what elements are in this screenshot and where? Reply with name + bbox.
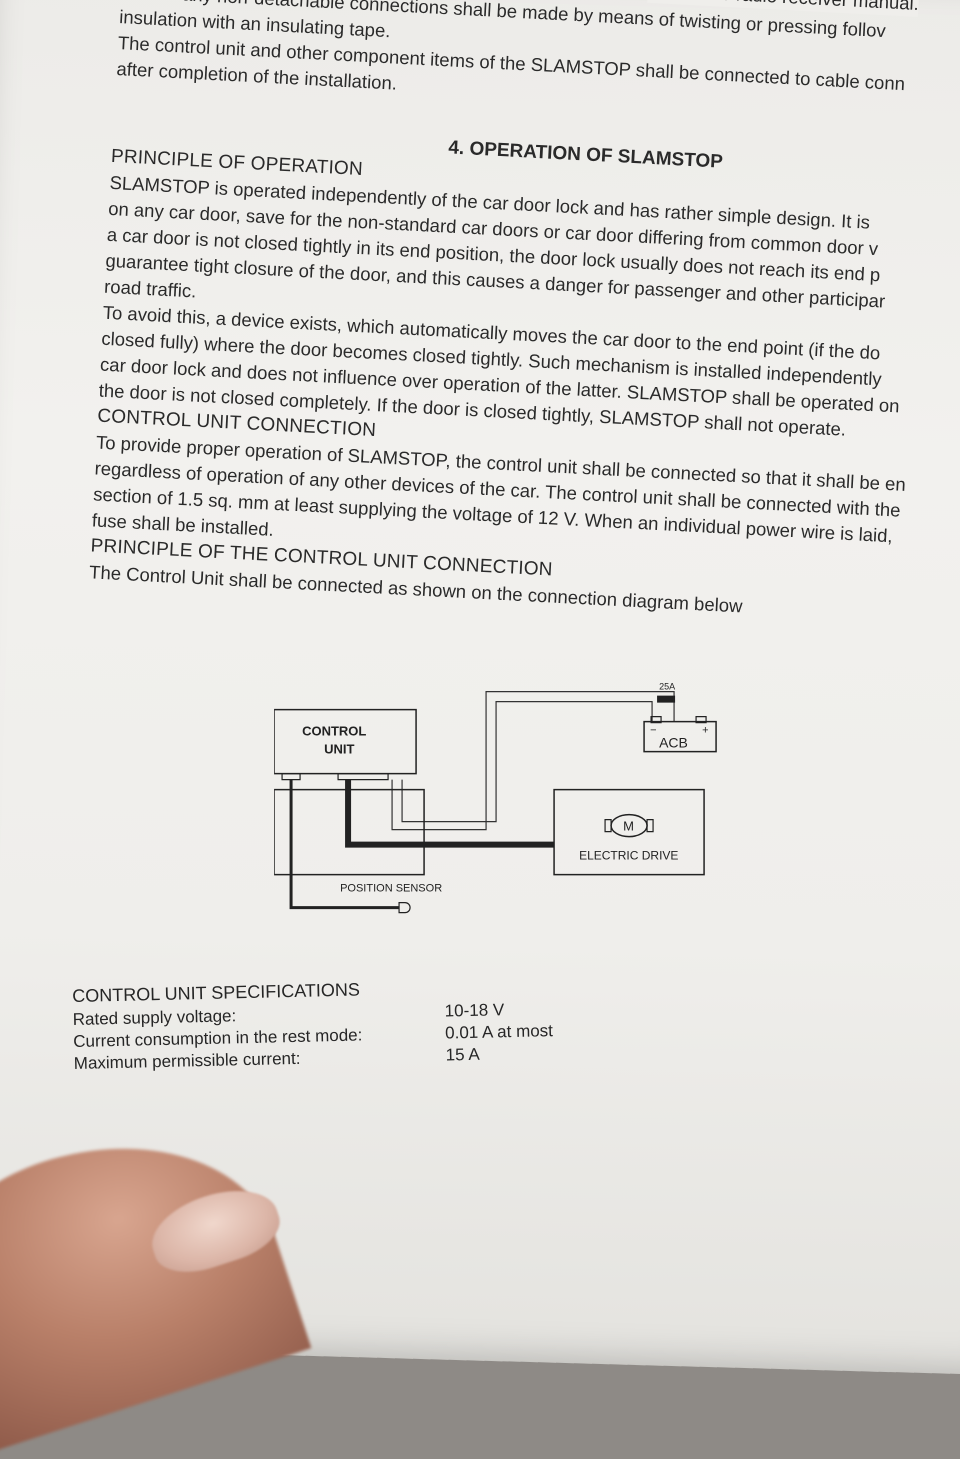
specs-section: CONTROL UNIT SPECIFICATIONS Rated supply… xyxy=(72,974,554,1075)
motor-icon: M xyxy=(604,813,654,838)
battery-terminal-minus xyxy=(650,716,662,724)
sensor-wire xyxy=(289,779,400,910)
electric-drive-label: ELECTRIC DRIVE xyxy=(579,849,678,863)
position-sensor-label: POSITION SENSOR xyxy=(340,883,442,895)
battery-label: ACB xyxy=(659,735,688,751)
principle-section: PRINCIPLE OF OPERATION SLAMSTOP is opera… xyxy=(89,144,922,628)
battery-terminal-plus xyxy=(695,716,707,724)
main-connector xyxy=(337,773,389,781)
sensor-connector xyxy=(281,773,301,781)
top-paragraph: All and any non-detachable connections s… xyxy=(116,0,908,123)
power-wires xyxy=(391,691,675,831)
motor-shaft-right xyxy=(646,819,654,833)
control-unit-label-1: CONTROL xyxy=(302,724,366,739)
motor-label: M xyxy=(623,819,634,834)
spec-value: 15 A xyxy=(445,1044,480,1065)
motor-body xyxy=(610,813,648,838)
spec-value: 10-18 V xyxy=(444,1000,505,1021)
document-page: All and any non-detachable connections s… xyxy=(0,0,960,1376)
electric-drive-frame xyxy=(553,788,705,876)
position-sensor-icon xyxy=(398,902,411,914)
spec-value: 0.01 A at most xyxy=(444,1021,554,1043)
control-unit-box: CONTROL UNIT xyxy=(274,708,417,781)
drive-wire xyxy=(345,779,555,848)
battery-box xyxy=(643,720,717,753)
fuse-label: 25A xyxy=(659,682,675,692)
battery-icon: − + ACB xyxy=(643,716,717,753)
fuse-icon xyxy=(657,695,676,703)
power-wire-outer xyxy=(391,691,675,831)
battery-plus-sign: + xyxy=(702,725,708,737)
power-wire-inner xyxy=(401,701,653,823)
motor-shaft-left xyxy=(604,819,612,833)
control-unit-label-2: UNIT xyxy=(324,742,354,757)
connection-diagram: 25A − + ACB CONTROL UNIT xyxy=(274,682,717,914)
battery-minus-sign: − xyxy=(650,725,656,737)
electric-drive-outline xyxy=(274,788,425,876)
electric-drive-box: M ELECTRIC DRIVE xyxy=(274,788,705,876)
